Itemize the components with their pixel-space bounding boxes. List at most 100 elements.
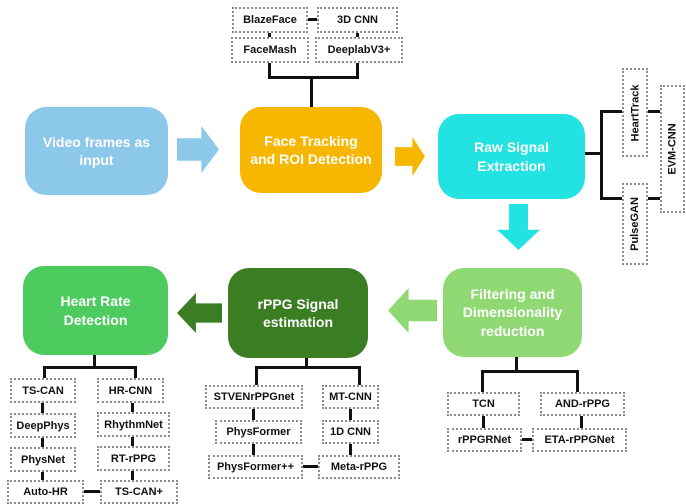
flow-arrow-video-to-face-icon <box>177 126 219 173</box>
connector-line <box>515 357 518 373</box>
connector-line <box>131 471 134 480</box>
connector-line <box>268 33 271 38</box>
connector-line <box>522 438 532 441</box>
connector-line <box>349 409 352 420</box>
stage-label: Raw Signal Extraction <box>474 139 549 174</box>
flow-arrow-filtering-to-rppg-icon <box>388 288 437 333</box>
connector-line <box>305 358 308 369</box>
method-label: FaceMash <box>243 44 297 56</box>
connector-line <box>482 416 485 428</box>
method-label: MT-CNN <box>329 391 372 403</box>
method-label: TCN <box>472 398 495 410</box>
connector-line <box>600 110 603 200</box>
method-box-deeplabv3: DeeplabV3+ <box>315 37 403 63</box>
connector-line <box>131 403 134 412</box>
stage-label: Heart Rate Detection <box>60 293 131 328</box>
method-label: ETA-rPPGNet <box>544 434 615 446</box>
method-box-rt-rppg: RT-rPPG <box>97 446 170 471</box>
method-box-deepphys: DeepPhys <box>10 413 76 438</box>
method-box-and-rppg: AND-rPPG <box>540 392 625 416</box>
method-label: PhysFormer <box>226 426 291 438</box>
method-box-1d-cnn: 1D CNN <box>322 420 379 444</box>
method-label: PhysNet <box>20 453 66 466</box>
method-box-rppgrnet: rPPGRNet <box>447 428 522 452</box>
connector-line <box>580 416 583 428</box>
flow-arrow-raw-to-filtering-icon <box>497 204 540 250</box>
method-label: PhysFormer++ <box>216 461 295 473</box>
connector-line <box>252 444 255 455</box>
method-label: HeartTrack <box>629 84 641 141</box>
method-label: HR-CNN <box>108 384 153 397</box>
connector-line <box>356 63 359 79</box>
connector-line <box>481 370 579 373</box>
method-box-rhythmnet: RhythmNet <box>97 412 170 437</box>
connector-line <box>358 366 361 385</box>
stage-heart-rate: Heart Rate Detection <box>23 266 168 355</box>
connector-line <box>268 63 271 79</box>
method-box-blazeface: BlazeFace <box>232 7 308 33</box>
method-box-physformer: PhysFormer <box>215 420 302 444</box>
method-label: AND-rPPG <box>554 398 610 410</box>
method-box-stvenrppgnet: STVENrPPGnet <box>205 385 303 409</box>
method-label: RT-rPPG <box>110 452 157 465</box>
connector-line <box>600 110 622 113</box>
stage-label: rPPG Signal estimation <box>257 295 339 330</box>
connector-line <box>356 33 359 38</box>
method-box-hearttrack: HeartTrack <box>622 68 648 157</box>
method-label: BlazeFace <box>243 14 297 26</box>
connector-line <box>43 366 137 369</box>
connector-line <box>308 18 317 21</box>
method-box-facemash: FaceMash <box>231 37 309 63</box>
connector-line <box>600 197 622 200</box>
method-box-ts-can-plus: TS-CAN+ <box>100 480 178 504</box>
method-box-auto-hr: Auto-HR <box>7 480 84 504</box>
method-label: PulseGAN <box>629 197 642 251</box>
method-box-meta-rppg: Meta-rPPG <box>318 455 400 479</box>
method-box-evm-cnn: EVM-CNN <box>660 85 685 213</box>
method-label: Auto-HR <box>23 486 68 498</box>
connector-line <box>84 490 100 493</box>
flow-arrow-face-to-raw-icon <box>395 137 425 176</box>
method-box-3d-cnn: 3D CNN <box>317 7 398 33</box>
flow-arrow-rppg-to-heartrate-icon <box>177 293 222 333</box>
connector-line <box>481 370 484 392</box>
method-label: 1D CNN <box>330 426 371 438</box>
connector-line <box>576 370 579 392</box>
method-label: rPPGRNet <box>457 434 512 446</box>
method-box-eta-rppgnet: ETA-rPPGNet <box>532 428 627 452</box>
connector-line <box>41 438 44 447</box>
stage-label: Filtering and Dimensionality reduction <box>462 286 563 339</box>
connector-line <box>268 76 359 79</box>
connector-line <box>131 437 134 446</box>
connector-line <box>134 366 137 378</box>
connector-line <box>310 76 313 107</box>
method-box-physformer-plus-plus: PhysFormer++ <box>208 455 303 479</box>
connector-line <box>349 444 352 455</box>
connector-line <box>648 110 660 113</box>
method-label: STVENrPPGnet <box>213 391 295 403</box>
connector-line <box>93 355 96 368</box>
connector-line <box>255 366 361 369</box>
connector-line <box>585 152 600 155</box>
method-box-hr-cnn: HR-CNN <box>97 378 164 403</box>
connector-line <box>255 366 258 385</box>
stage-label: Video frames as input <box>42 133 151 168</box>
connector-line <box>43 366 46 378</box>
connector-line <box>252 409 255 420</box>
stage-video-input: Video frames as input <box>25 107 168 195</box>
method-box-pulsegan: PulseGAN <box>622 183 648 265</box>
connector-line <box>648 197 660 200</box>
method-label: RhythmNet <box>104 418 163 431</box>
stage-label: Face Tracking and ROI Detection <box>250 132 372 167</box>
method-label: TS-CAN <box>22 384 64 397</box>
stage-face-tracking: Face Tracking and ROI Detection <box>240 107 382 193</box>
method-label: DeeplabV3+ <box>327 44 391 56</box>
connector-line <box>41 472 44 480</box>
method-box-physnet: PhysNet <box>10 447 76 472</box>
method-label: DeepPhys <box>16 419 70 432</box>
connector-line <box>303 465 318 468</box>
method-label: TS-CAN+ <box>115 486 163 498</box>
method-box-tcn: TCN <box>447 392 520 416</box>
method-box-mt-cnn: MT-CNN <box>322 385 379 409</box>
